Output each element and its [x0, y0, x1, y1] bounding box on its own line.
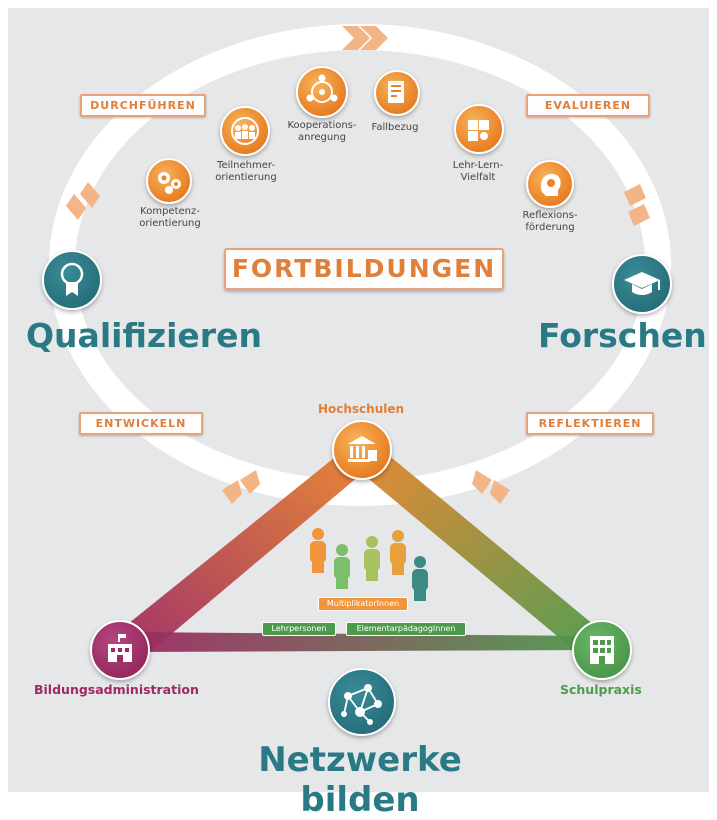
phase-durchfuehren: DURCHFÜHREN: [80, 94, 206, 117]
link-administration-schulpraxis: [130, 632, 600, 652]
case-file-icon: [388, 81, 404, 103]
government-building-icon: [108, 634, 132, 662]
method-circle-kooperation: [296, 66, 348, 118]
method-label-kooperation: Kooperations- anregung: [287, 120, 357, 143]
method-label-kompetenz: Kompetenz- orientierung: [139, 206, 201, 229]
person-figure-green-orange: [364, 536, 380, 581]
node-label-hochschulen: Hochschulen: [317, 402, 405, 416]
role-tag-multiplikatoren: MultiplikatorInnen: [318, 597, 408, 611]
node-hochschulen: [332, 420, 392, 480]
node-label-schulpraxis: Schulpraxis: [560, 682, 642, 697]
cooperation-icon: [306, 74, 338, 103]
gears-icon: [158, 172, 181, 194]
method-circle-kompetenz: [146, 158, 192, 204]
puzzle-icon: [468, 120, 489, 141]
chevron-arrow-bottom-right: [472, 470, 510, 504]
phase-evaluieren: EVALUIEREN: [526, 94, 650, 117]
pillar-forschen: Forschen: [538, 316, 707, 355]
target-people-icon: [231, 117, 259, 145]
person-figure-orange-2: [390, 530, 406, 575]
role-tag-lehrpersonen: Lehrpersonen: [262, 622, 336, 636]
diagram-canvas: DURCHFÜHREN EVALUIEREN ENTWICKELN REFLEK…: [8, 8, 709, 820]
method-circle-fallbezug: [374, 70, 420, 116]
method-circle-reflexion: [526, 160, 574, 208]
person-figure-orange: [310, 528, 326, 573]
university-building-icon: [348, 436, 377, 462]
link-hochschulen-schulpraxis: [352, 448, 600, 655]
method-label-reflexion: Reflexions- förderung: [522, 210, 578, 233]
pillar-qualifizieren: Qualifizieren: [26, 316, 262, 355]
qualify-badge: [42, 250, 102, 310]
center-title: FORTBILDUNGEN: [224, 248, 504, 290]
graduation-cap-icon: [624, 272, 660, 295]
award-ribbon-icon: [60, 262, 84, 296]
head-reflection-icon: [540, 173, 561, 196]
method-label-vielfalt: Lehr-Lern- Vielfalt: [452, 160, 504, 183]
chevron-arrow-top: [342, 26, 388, 50]
research-badge: [612, 254, 672, 314]
network-badge: [328, 668, 396, 736]
method-label-fallbezug: Fallbezug: [371, 122, 419, 133]
method-circle-teilnehmer: [220, 106, 270, 156]
node-schulpraxis: [572, 620, 632, 680]
network-nodes-icon: [341, 684, 382, 725]
person-figure-teal: [412, 556, 428, 601]
method-circle-vielfalt: [454, 104, 504, 154]
phase-reflektieren: REFLEKTIEREN: [526, 412, 654, 435]
role-tag-elementarpaedagogen: ElementarpädagogInnen: [346, 622, 466, 636]
phase-entwickeln: ENTWICKELN: [79, 412, 203, 435]
node-label-bildungsadministration: Bildungsadministration: [34, 682, 199, 697]
link-hochschulen-administration: [118, 445, 372, 652]
method-label-teilnehmer: Teilnehmer- orientierung: [215, 160, 277, 183]
chevron-arrow-right: [624, 184, 650, 226]
node-bildungsadministration: [90, 620, 150, 680]
person-figure-green: [334, 544, 350, 589]
chevron-arrow-bottom-left: [222, 470, 260, 504]
pillar-netzwerke-bilden: Netzwerke bilden: [258, 740, 462, 820]
people-group-icon: [310, 528, 428, 601]
chevron-arrow-left: [66, 182, 100, 220]
school-building-icon: [590, 636, 614, 664]
